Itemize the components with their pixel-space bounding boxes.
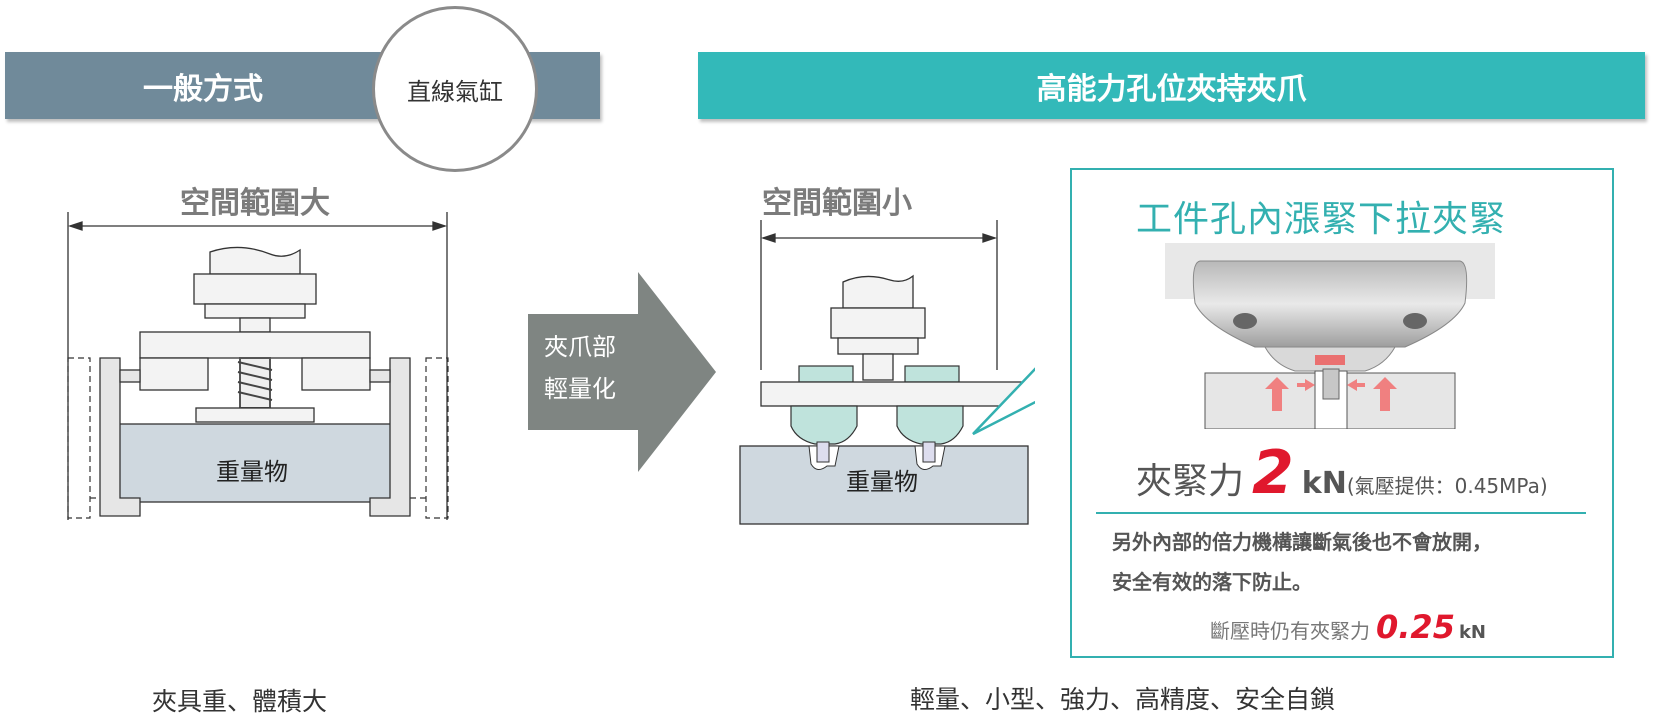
- low-pressure-row: 斷壓時仍有夾緊力 0.25 kN: [1210, 608, 1486, 646]
- loss-unit: kN: [1458, 622, 1486, 643]
- right-note: 輕量、小型、強力、高精度、安全自鎖: [910, 685, 1336, 714]
- right-header-title: 高能力孔位夾持夾爪: [1036, 71, 1307, 107]
- arrow-line2: 輕量化: [544, 375, 616, 403]
- arrow-text: 夾爪部 輕量化: [544, 326, 616, 410]
- gripper-photo: [1165, 243, 1495, 429]
- desc-line1: 另外內部的倍力機構讓斷氣後也不會放開，: [1112, 530, 1492, 554]
- clamp-force-row: 夾緊力 2 kN (氣壓提供：0.45MPa): [1136, 438, 1548, 508]
- desc-line2: 安全有效的落下防止。: [1112, 570, 1312, 594]
- arrow-line1: 夾爪部: [544, 333, 616, 361]
- force-unit: kN: [1301, 466, 1347, 501]
- left-note: 夾具重、體積大: [152, 687, 328, 716]
- right-gripper-diagram: [739, 220, 1035, 525]
- lightweight-arrow: [528, 272, 716, 472]
- cylinder-circle-badge: 直線氣缸: [372, 6, 538, 172]
- left-gripper-diagram: [67, 212, 449, 520]
- callout-description: 另外內部的倍力機構讓斷氣後也不會放開， 安全有效的落下防止。: [1112, 522, 1492, 602]
- force-label: 夾緊力: [1136, 461, 1245, 502]
- callout-divider: [1096, 512, 1586, 514]
- circle-label: 直線氣缸: [407, 77, 503, 106]
- right-space-label: 空間範圍小: [762, 186, 912, 221]
- loss-value: 0.25: [1376, 608, 1455, 646]
- force-value: 2: [1252, 438, 1294, 508]
- loss-label: 斷壓時仍有夾緊力: [1210, 619, 1370, 643]
- left-space-label: 空間範圍大: [180, 186, 330, 221]
- right-header: 高能力孔位夾持夾爪: [698, 52, 1645, 119]
- callout-title: 工件孔內漲緊下拉夾緊: [1136, 199, 1507, 240]
- right-weight-label: 重量物: [846, 468, 918, 496]
- left-header-title: 一般方式: [143, 71, 263, 107]
- left-weight-label: 重量物: [216, 458, 288, 486]
- pressure-note: (氣壓提供：0.45MPa): [1346, 474, 1548, 498]
